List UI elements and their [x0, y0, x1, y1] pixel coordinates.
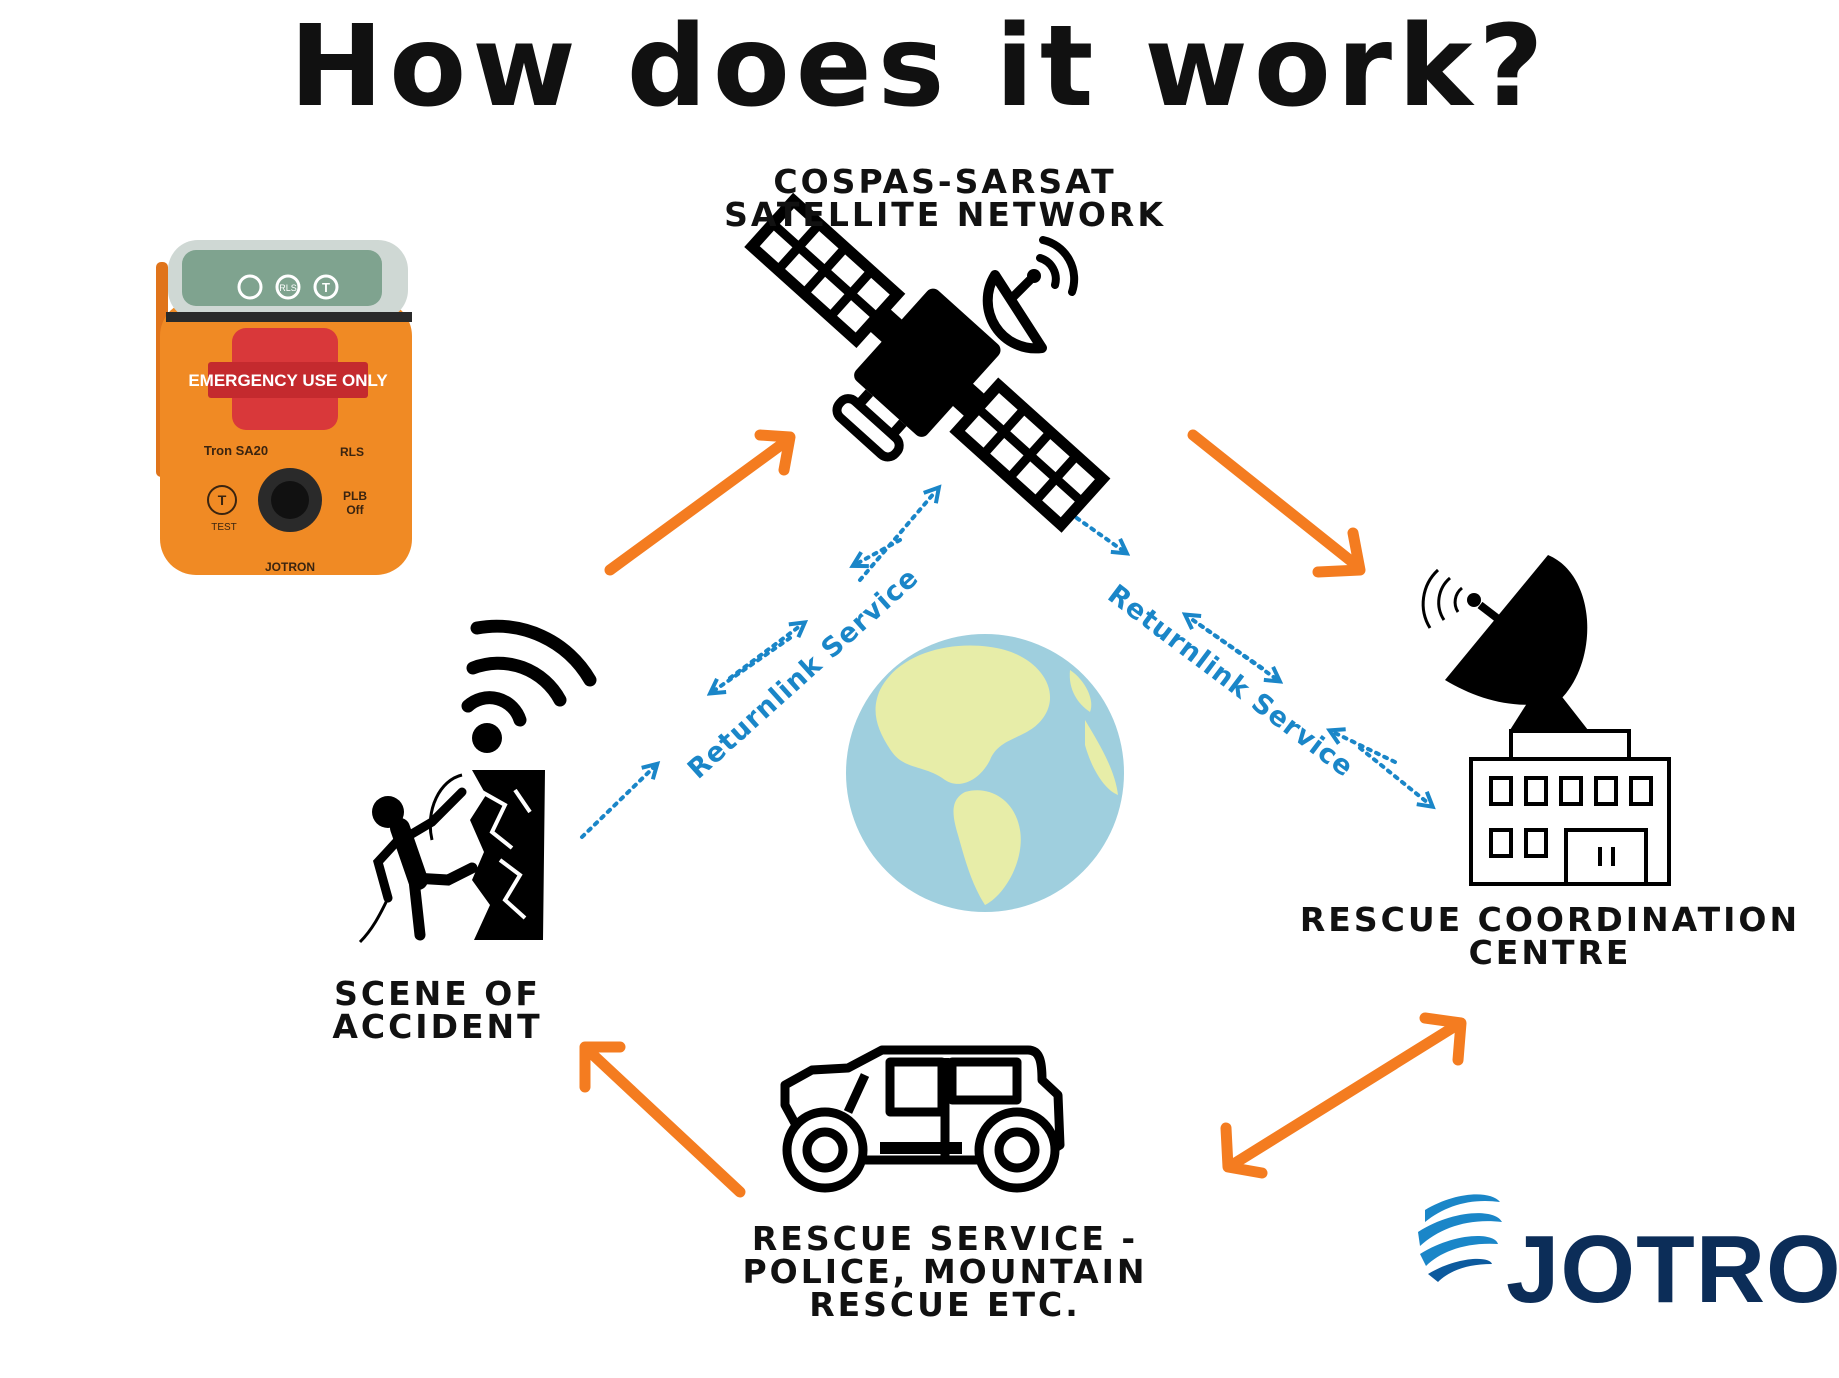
- rescue-vehicle-icon: [780, 1045, 1065, 1193]
- arrow-rescue-rcc-bidirectional: [1220, 1012, 1467, 1179]
- arrow-rescue-to-scene: [579, 1041, 746, 1198]
- device-off: Off: [346, 503, 364, 517]
- returnlink-left-link: [580, 484, 942, 839]
- device-model: Tron SA20: [204, 443, 268, 458]
- device-plb: PLB: [343, 489, 367, 503]
- globe-icon: [846, 634, 1124, 912]
- satellite-dish-icon: [982, 236, 1079, 354]
- arrow-scene-to-satellite: [604, 429, 796, 576]
- beacon-device: [156, 240, 412, 575]
- rescue-service-label: RESCUE SERVICE - POLICE, MOUNTAIN RESCUE…: [742, 1219, 1148, 1324]
- arrow-satellite-to-rcc: [1187, 429, 1366, 578]
- device-test: TEST: [211, 522, 237, 533]
- scene-of-accident-label: SCENE OF ACCIDENT: [332, 974, 543, 1046]
- device-emergency-label: EMERGENCY USE ONLY: [188, 371, 388, 390]
- returnlink-right-label: Returnlink Service: [1102, 579, 1360, 784]
- device-rls-indicator: RLS: [279, 283, 297, 293]
- climber-icon: [358, 619, 597, 944]
- satellite-icon: [744, 192, 1111, 533]
- ground-station-dish-icon: [1421, 555, 1588, 730]
- device-t-indicator: T: [322, 280, 330, 295]
- jotron-logo-text: JOTRON: [1506, 1216, 1839, 1323]
- device-rls: RLS: [340, 445, 364, 459]
- device-brand: JOTRON: [265, 560, 315, 574]
- jotron-logo-icon: [1418, 1194, 1502, 1282]
- rescue-coordination-centre-label: RESCUE COORDINATION CENTRE: [1299, 900, 1801, 972]
- satellite-network-label: COSPAS-SARSAT SATELLITE NETWORK: [724, 162, 1166, 234]
- location-icon: [237, 274, 263, 300]
- building-icon: [1469, 729, 1671, 886]
- page-title: How does it work?: [289, 2, 1550, 132]
- device-test-glyph: T: [218, 492, 227, 508]
